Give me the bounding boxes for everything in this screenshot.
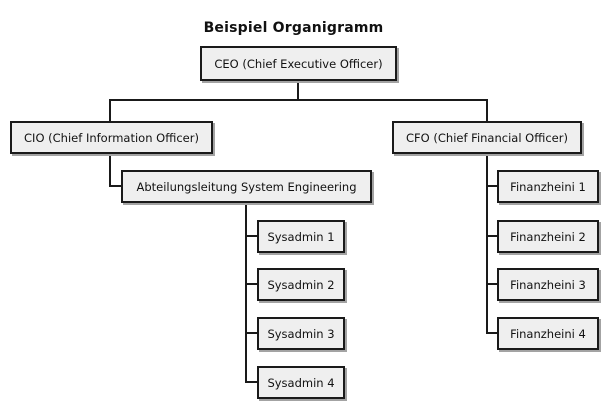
connector-cio-down [109, 154, 111, 187]
node-cfo: CFO (Chief Financial Officer) [392, 121, 582, 154]
connector-fin-stub-4 [486, 332, 497, 334]
connector-sys-stub-2 [245, 283, 257, 285]
node-cio: CIO (Chief Information Officer) [10, 121, 213, 154]
node-finanzheini-2: Finanzheini 2 [497, 220, 599, 253]
connector-sys-rail [245, 203, 247, 383]
node-sysadmin-2: Sysadmin 2 [257, 268, 345, 301]
connector-ceo-down [297, 81, 299, 100]
connector-fin-stub-1 [486, 185, 497, 187]
connector-cio-drop [109, 99, 111, 121]
connector-split-bar [109, 99, 488, 101]
connector-fin-rail [486, 154, 488, 334]
node-sysadmin-3: Sysadmin 3 [257, 317, 345, 350]
connector-fin-stub-3 [486, 283, 497, 285]
node-abteilungsleitung: Abteilungsleitung System Engineering [121, 170, 372, 203]
connector-sys-stub-4 [245, 381, 257, 383]
connector-fin-stub-2 [486, 235, 497, 237]
connector-abt-stub [109, 185, 121, 187]
connector-sys-stub-1 [245, 235, 257, 237]
node-finanzheini-3: Finanzheini 3 [497, 268, 599, 301]
node-sysadmin-4: Sysadmin 4 [257, 366, 345, 399]
node-sysadmin-1: Sysadmin 1 [257, 220, 345, 253]
diagram-title: Beispiel Organigramm [203, 20, 384, 36]
node-finanzheini-4: Finanzheini 4 [497, 317, 599, 350]
node-finanzheini-1: Finanzheini 1 [497, 170, 599, 203]
node-ceo: CEO (Chief Executive Officer) [200, 46, 397, 81]
connector-cfo-drop [486, 99, 488, 121]
connector-sys-stub-3 [245, 332, 257, 334]
